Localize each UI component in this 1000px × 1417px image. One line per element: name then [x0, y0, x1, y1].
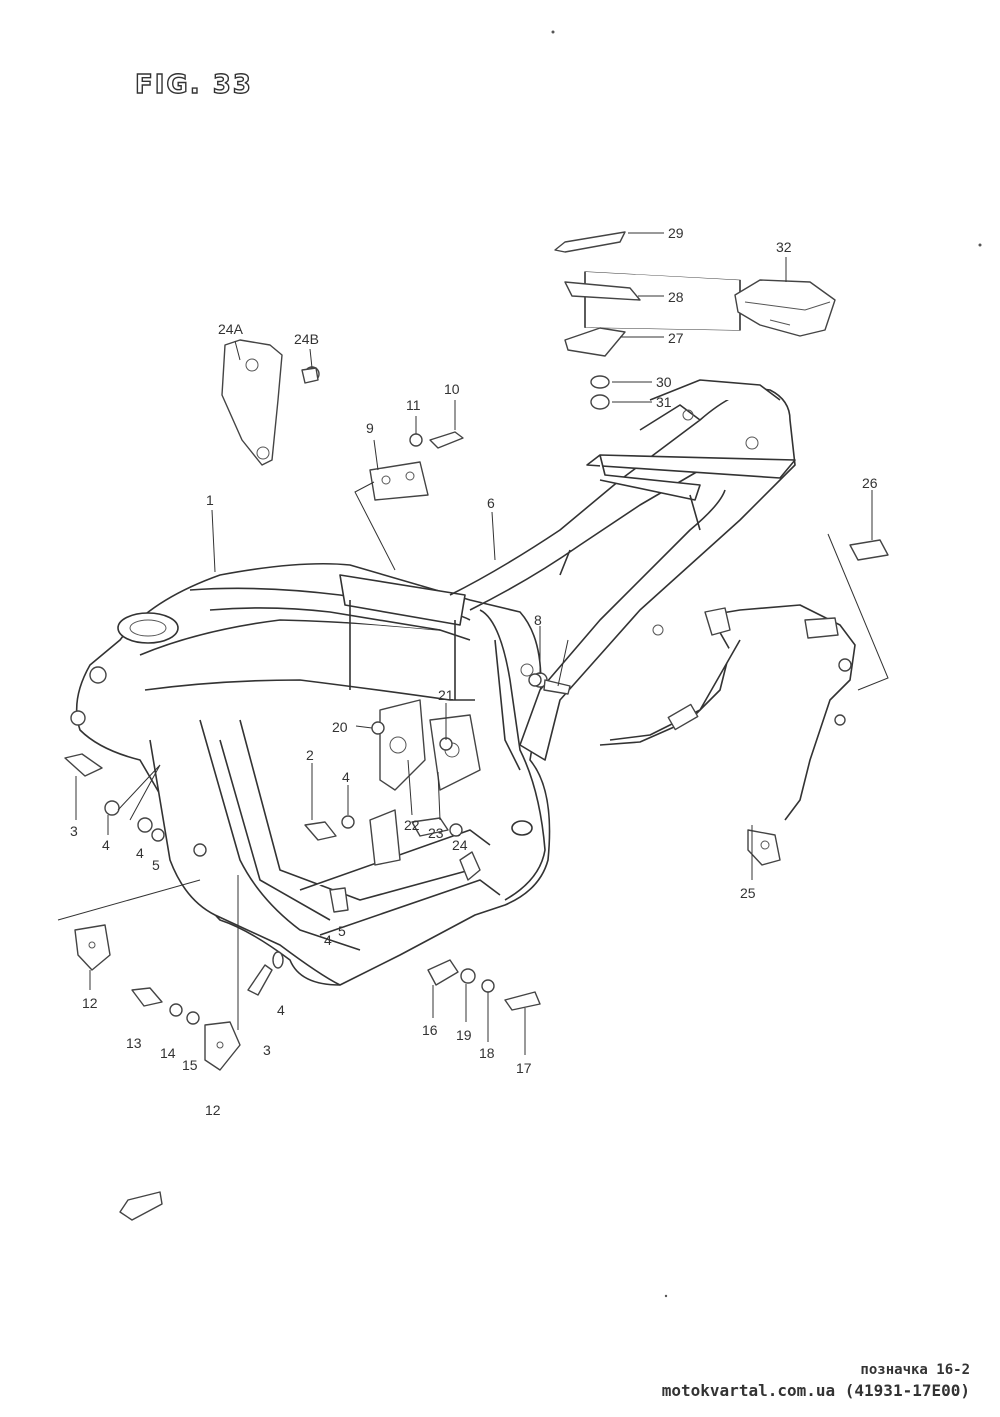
callout-4: 4: [277, 1002, 285, 1018]
callout-13: 13: [126, 1035, 142, 1051]
callout-4: 4: [342, 769, 350, 785]
callout-6: 6: [487, 495, 495, 511]
footer-source: motokvartal.com.ua (41931-17E00): [661, 1381, 970, 1400]
callout-labels: 1 2 3 3 4 4 4 4 4 5 5 6 8 9 10 11 12 12 …: [70, 225, 878, 1118]
callout-10: 10: [444, 381, 460, 397]
callout-14: 14: [160, 1045, 176, 1061]
callout-12: 12: [82, 995, 98, 1011]
callout-24b: 24B: [294, 331, 319, 347]
figure-title: FIG. 33: [134, 69, 253, 100]
callout-27: 27: [668, 330, 684, 346]
callout-18: 18: [479, 1045, 495, 1061]
callout-24a: 24A: [218, 321, 244, 337]
callout-5: 5: [152, 857, 160, 873]
callout-29: 29: [668, 225, 684, 241]
callout-32: 32: [776, 239, 792, 255]
callout-9: 9: [366, 420, 374, 436]
callout-28: 28: [668, 289, 684, 305]
callout-5: 5: [338, 923, 346, 939]
callout-4: 4: [102, 837, 110, 853]
callout-25: 25: [740, 885, 756, 901]
callout-17: 17: [516, 1060, 532, 1076]
callout-2: 2: [306, 747, 314, 763]
callout-31: 31: [656, 394, 672, 410]
callout-21: 21: [438, 687, 454, 703]
callout-15: 15: [182, 1057, 198, 1073]
callout-12: 12: [205, 1102, 221, 1118]
scan-specks: [551, 30, 982, 1298]
callout-20: 20: [332, 719, 348, 735]
callout-30: 30: [656, 374, 672, 390]
callout-19: 19: [456, 1027, 472, 1043]
footer-reference: позначка 16-2: [860, 1362, 970, 1378]
callout-24: 24: [452, 837, 468, 853]
rear-frame-drawing: [449, 271, 796, 761]
callout-3: 3: [263, 1042, 271, 1058]
callout-4: 4: [136, 845, 144, 861]
callout-16: 16: [422, 1022, 438, 1038]
leader-lines: [57, 232, 889, 1055]
callout-3: 3: [70, 823, 78, 839]
callout-23: 23: [428, 825, 444, 841]
callout-4: 4: [324, 932, 332, 948]
callout-11: 11: [406, 397, 421, 413]
callout-26: 26: [862, 475, 878, 491]
small-parts-drawing: [64, 231, 889, 1221]
callout-8: 8: [534, 612, 542, 628]
main-frame-drawing: [70, 562, 551, 986]
side-stay-drawing: [599, 604, 856, 866]
callout-22: 22: [404, 817, 420, 833]
callout-1: 1: [206, 492, 214, 508]
